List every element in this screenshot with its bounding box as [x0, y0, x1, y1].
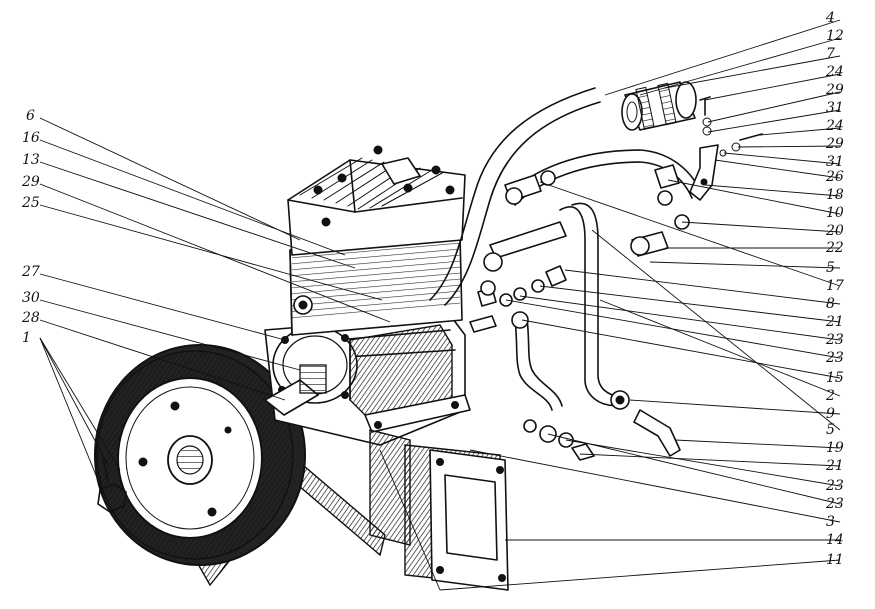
callout-label: 11 — [826, 552, 844, 568]
callout-label: 2 — [825, 388, 835, 404]
callout-label: 30 — [22, 290, 40, 306]
callout-label: 31 — [826, 100, 844, 116]
callout-label: 29 — [825, 82, 844, 98]
callout-label: 26 — [825, 169, 844, 185]
callout-label: 7 — [826, 46, 835, 62]
callout-label: 24 — [825, 64, 844, 80]
callout-label: 9 — [826, 406, 835, 422]
callout-label: 1 — [22, 330, 31, 346]
leader-lines — [39, 19, 841, 591]
hose-clamp-assembly — [504, 81, 763, 257]
callout-label: 21 — [825, 458, 844, 474]
callout-label: 8 — [826, 296, 835, 312]
callout-label: 5 — [826, 422, 835, 438]
callout-label: 19 — [826, 440, 844, 456]
callout-label: 29 — [21, 174, 40, 190]
callout-label: 24 — [825, 118, 844, 134]
callout-label: 12 — [826, 28, 844, 44]
mounting-flange — [369, 429, 509, 591]
lower-fittings — [523, 390, 681, 461]
callout-label: 17 — [826, 278, 844, 294]
cylinder-head — [287, 145, 466, 336]
callout-label: 16 — [22, 130, 40, 146]
belt-pulley — [94, 344, 386, 587]
callout-label: 15 — [826, 370, 844, 386]
callout-label: 23 — [825, 496, 844, 512]
union-fittings — [469, 265, 567, 333]
callout-label: 23 — [825, 332, 844, 348]
callout-label: 22 — [825, 240, 844, 256]
callout-label: 5 — [826, 260, 835, 276]
callout-label: 4 — [825, 10, 835, 26]
callout-label: 23 — [825, 478, 844, 494]
callout-label: 13 — [22, 152, 40, 168]
callout-label: 29 — [825, 136, 844, 152]
callouts-right: 4 12 7 24 29 31 24 29 31 26 18 10 20 22 … — [825, 10, 844, 568]
callouts-left: 6 16 13 29 25 27 30 28 1 — [21, 108, 40, 346]
callout-label: 10 — [826, 205, 844, 221]
crankcase — [264, 314, 471, 446]
callout-label: 18 — [826, 187, 844, 203]
pipe-assembly — [429, 87, 701, 411]
callout-label: 3 — [826, 514, 835, 530]
callout-label: 23 — [825, 350, 844, 366]
callout-label: 31 — [826, 154, 844, 170]
callout-label: 6 — [26, 108, 35, 124]
callout-label: 20 — [825, 223, 844, 239]
callout-label: 27 — [21, 264, 40, 280]
callout-label: 28 — [21, 310, 40, 326]
callout-label: 25 — [21, 195, 40, 211]
callout-label: 21 — [825, 314, 844, 330]
callout-label: 14 — [826, 532, 844, 548]
